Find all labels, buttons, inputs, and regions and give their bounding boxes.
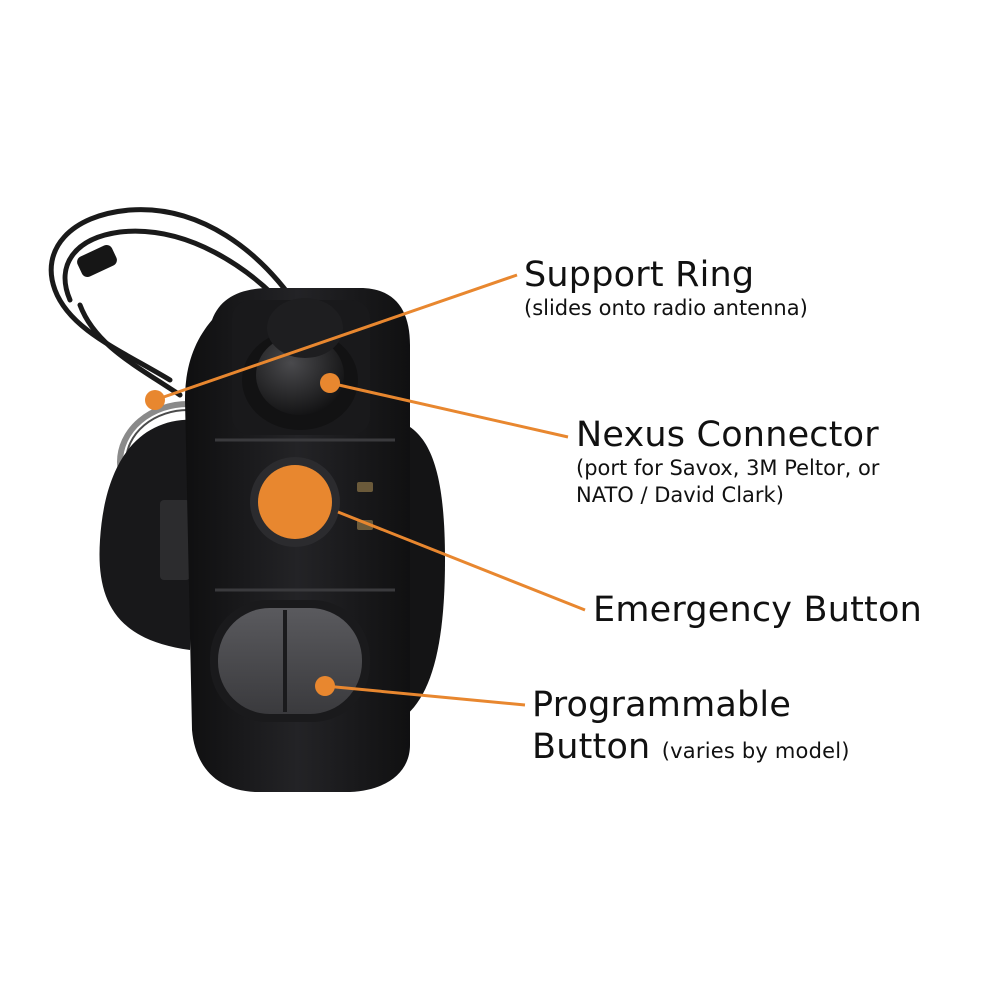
lanyard-cord (48, 207, 303, 398)
callout-title: Emergency Button (593, 590, 922, 630)
callout-title-line1: Programmable (532, 685, 792, 725)
callout-detail: (slides onto radio antenna) (524, 296, 808, 320)
callout-nexus-connector: Nexus Connector (port for Savox, 3M Pelt… (576, 415, 879, 509)
emergency-button (258, 465, 332, 539)
callout-emergency-button: Emergency Button (593, 590, 922, 630)
dot-nexus-connector (320, 373, 340, 393)
body-ribs (215, 438, 395, 592)
dot-support-ring (145, 390, 165, 410)
leader-nexus-connector (329, 381, 569, 439)
callout-title-line2: Button (532, 727, 651, 767)
leader-lines (154, 273, 586, 707)
callout-title-line2-row: Button (varies by model) (532, 726, 850, 772)
callout-detail-line1: (port for Savox, 3M Peltor, or (576, 456, 880, 480)
nexus-connector (256, 335, 344, 415)
callout-dots (145, 373, 340, 696)
programmable-button (218, 608, 362, 714)
callout-support-ring: Support Ring (slides onto radio antenna) (524, 255, 808, 322)
leader-programmable-button (324, 684, 526, 707)
side-connector (160, 500, 190, 580)
cord-toggle-clip (77, 244, 117, 278)
callout-title: Nexus Connector (576, 415, 879, 455)
leader-support-ring (154, 273, 518, 402)
callout-detail-line2: NATO / David Clark) (576, 483, 784, 507)
leader-emergency-button (337, 510, 586, 612)
led-indicator-top (357, 482, 373, 492)
callout-detail: (varies by model) (661, 739, 850, 763)
side-clip (99, 419, 200, 650)
callout-title: Support Ring (524, 255, 755, 295)
callout-programmable-button: Programmable Button (varies by model) (532, 684, 850, 772)
dot-programmable-button (315, 676, 335, 696)
